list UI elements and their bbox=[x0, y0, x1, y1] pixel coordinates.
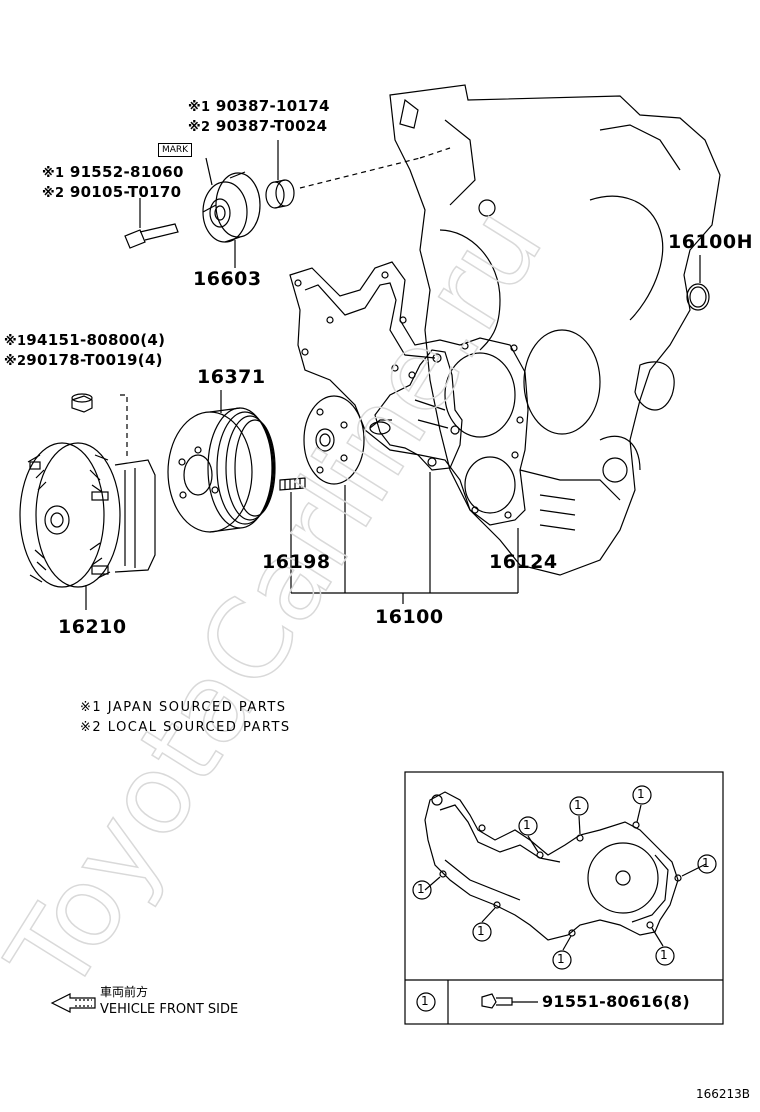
part-label-16100H: 16100H bbox=[668, 231, 754, 253]
fan-clutch bbox=[19, 442, 156, 588]
legend-callout-number: 1 bbox=[421, 994, 429, 1008]
inset-callout-number: 1 bbox=[574, 798, 582, 812]
water-pump bbox=[369, 349, 463, 471]
diagram-id: 166213B bbox=[696, 1087, 751, 1101]
fan-nut-pn-1: ※194151-80800(4) bbox=[4, 331, 166, 349]
fan-nut bbox=[71, 393, 93, 413]
fan-nut-pn-2: ※290178-T0019(4) bbox=[4, 351, 163, 369]
idler-bolt-pn-2: ※2 90105-T0170 bbox=[42, 183, 182, 201]
mark-label: MARK bbox=[158, 143, 193, 157]
front-arrow-icon bbox=[50, 993, 96, 1013]
part-label-16210: 16210 bbox=[58, 616, 127, 638]
gasket-16124 bbox=[289, 261, 529, 526]
callout-circle bbox=[569, 796, 589, 816]
part-label-16124: 16124 bbox=[489, 551, 558, 573]
note-japan-sourced: ※1 JAPAN SOURCED PARTS bbox=[80, 700, 287, 715]
inset-callout-number: 1 bbox=[637, 787, 645, 801]
callout-circle bbox=[632, 785, 652, 805]
callout-circle bbox=[472, 922, 492, 942]
idler-spacer-pn-2: ※2 90387-T0024 bbox=[188, 117, 328, 135]
inset-callout-number: 1 bbox=[557, 952, 565, 966]
callout-circle bbox=[697, 854, 717, 874]
legend-callout-circle bbox=[416, 992, 436, 1012]
idler-spacer-pn-1: ※1 90387-10174 bbox=[188, 97, 330, 115]
note-local-sourced: ※2 LOCAL SOURCED PARTS bbox=[80, 720, 291, 735]
inset-callout-number: 1 bbox=[702, 856, 710, 870]
idler-bolt-pn-1: ※1 91552-81060 bbox=[42, 163, 184, 181]
legend-bolt-icon bbox=[481, 993, 497, 1009]
fan-pulley bbox=[167, 407, 276, 533]
inset-panel bbox=[404, 771, 724, 1025]
vehicle-front-jp: 車両前方 bbox=[100, 985, 149, 999]
o-ring bbox=[686, 283, 710, 311]
inset-bolt-part-number: 91551-80616(8) bbox=[542, 992, 690, 1011]
part-label-16371: 16371 bbox=[197, 366, 266, 388]
hub-flange bbox=[303, 395, 365, 485]
inset-callout-number: 1 bbox=[660, 948, 668, 962]
inset-callout-number: 1 bbox=[417, 882, 425, 896]
inset-callout-number: 1 bbox=[523, 818, 531, 832]
idler-bolt bbox=[124, 223, 179, 249]
part-label-16603: 16603 bbox=[193, 268, 262, 290]
callout-circle bbox=[552, 950, 572, 970]
inset-callout-number: 1 bbox=[477, 924, 485, 938]
stud-bolt bbox=[279, 477, 306, 491]
idler-pulley bbox=[202, 171, 261, 243]
timing-cover bbox=[389, 84, 721, 576]
part-label-16100: 16100 bbox=[375, 606, 444, 628]
callout-circle bbox=[655, 946, 675, 966]
callout-circle bbox=[518, 816, 538, 836]
idler-spacer bbox=[265, 179, 295, 209]
part-label-16198: 16198 bbox=[262, 551, 331, 573]
vehicle-front-en: VEHICLE FRONT SIDE bbox=[100, 1002, 239, 1017]
callout-circle bbox=[412, 880, 432, 900]
